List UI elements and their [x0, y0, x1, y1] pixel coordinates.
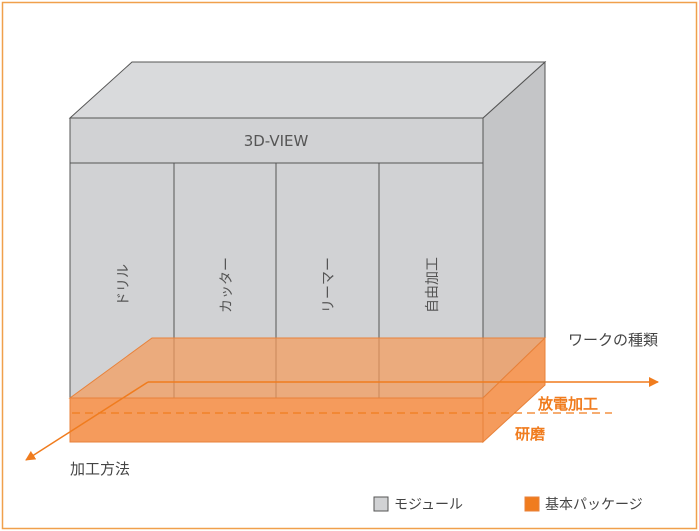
method-axis-label: 加工方法: [70, 460, 130, 478]
legend-label-module: モジュール: [394, 497, 463, 513]
module-label-free: 自由加工: [425, 257, 441, 313]
work-type-axis-label: ワークの種類: [568, 331, 658, 349]
method-axis-arrow: [25, 381, 149, 461]
legend-label-package: 基本パッケージ: [545, 496, 643, 513]
module-label-reamer: リーマー: [321, 257, 337, 313]
module-top-face: [68, 61, 547, 119]
module-label-drill: ドリル: [116, 264, 132, 306]
legend-swatch-package: [524, 496, 540, 512]
package-front-face: [69, 397, 484, 443]
package-label-grinding: 研磨: [515, 425, 546, 443]
view-band-label: 3D-VIEW: [244, 132, 309, 150]
module-label-cutter: カッター: [219, 257, 235, 313]
package-top-face: [68, 337, 547, 399]
package-label-edm: 放電加工: [537, 395, 598, 413]
legend-swatch-module: [373, 496, 389, 512]
